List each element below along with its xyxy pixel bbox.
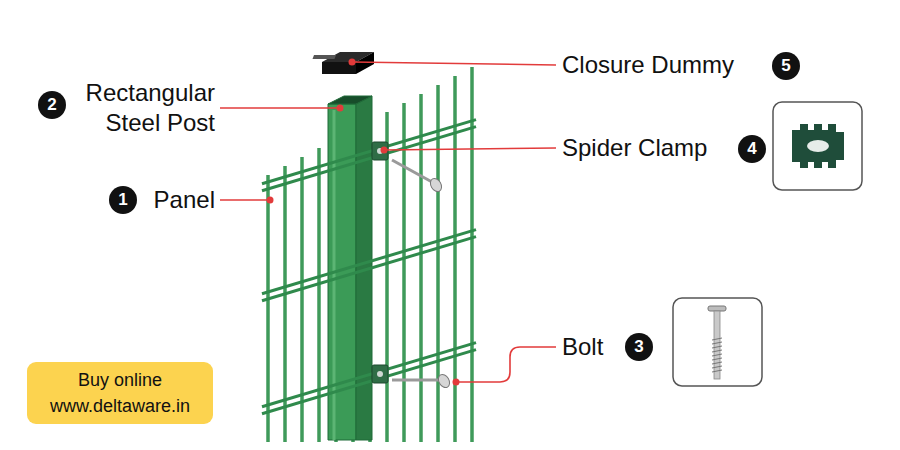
vertical-wire <box>402 103 406 442</box>
thread-line <box>712 338 722 340</box>
thread-line <box>712 358 722 360</box>
vertical-wire <box>419 94 423 442</box>
vertical-wire <box>300 157 304 442</box>
part-name: Bolt <box>562 332 603 362</box>
node-text: 5 <box>781 56 790 76</box>
node-text: 1 <box>118 190 127 210</box>
vertical-wire <box>453 76 457 442</box>
promo-box: Buy onlinewww.deltaware.in <box>27 362 213 424</box>
callout-number: 2 <box>38 91 66 119</box>
vertical-wire <box>266 175 270 442</box>
bolts <box>392 160 452 390</box>
thread-line <box>712 346 722 348</box>
part-name: Closure Dummy <box>562 50 734 80</box>
thread-line <box>712 354 722 356</box>
horizontal-wire <box>262 127 476 191</box>
panel-wires <box>268 67 472 442</box>
closure-dummy <box>313 52 374 74</box>
horizontal-wire <box>262 350 476 414</box>
callout-number: 1 <box>109 186 137 214</box>
node-text: 4 <box>747 139 756 159</box>
leader-dots <box>267 59 460 386</box>
callout-number: 5 <box>772 52 800 80</box>
panel-horizontal-wires <box>262 120 476 414</box>
vertical-wire <box>470 67 474 442</box>
node-text: Buy online <box>78 367 162 393</box>
part-name: Rectangular Steel Post <box>65 78 215 138</box>
node-text: 2 <box>47 95 56 115</box>
spider-clamps <box>372 142 388 383</box>
node-text: www.deltaware.in <box>50 393 190 419</box>
part-name: Spider Clamp <box>562 133 707 163</box>
horizontal-wire <box>262 230 476 294</box>
horizontal-wire <box>262 120 476 184</box>
spider-clamp-icon <box>773 102 862 190</box>
thread-line <box>712 350 722 352</box>
node-text: 3 <box>634 337 643 357</box>
callout-number: 3 <box>625 333 653 361</box>
vertical-wire <box>385 112 389 442</box>
part-name: Panel <box>154 185 215 215</box>
bolt-icon <box>673 298 762 386</box>
callout-number: 4 <box>738 135 766 163</box>
leader-lines <box>220 62 556 382</box>
horizontal-wire <box>262 343 476 407</box>
thread-line <box>712 362 722 364</box>
horizontal-wire <box>262 237 476 301</box>
thread-line <box>712 370 722 372</box>
thread-line <box>712 366 722 368</box>
thread-line <box>712 342 722 344</box>
